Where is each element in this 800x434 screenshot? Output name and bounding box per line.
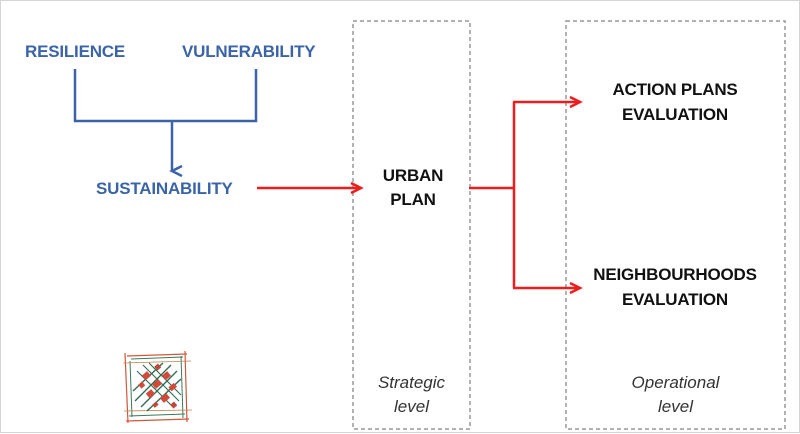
strategic-level-line1: Strategic [377,373,446,392]
operational-level-caption: Operational level [566,371,785,419]
urban-plan-label: URBAN PLAN [373,165,453,211]
operational-level-line1: Operational [631,373,720,392]
action-plans-line2: EVALUATION [622,105,728,124]
strategic-level-caption: Strategic level [353,371,470,419]
operational-box [565,20,786,430]
strategic-level-line2: level [394,397,429,416]
merge-bracket [73,69,258,123]
neighbourhoods-line1: NEIGHBOURHOODS [593,265,757,284]
urban-grid-sketch-icon [122,350,193,424]
resilience-label: RESILIENCE [25,42,126,61]
action-plans-label: ACTION PLANS EVALUATION [597,79,753,126]
operational-level-line2: level [658,397,693,416]
neighbourhoods-line2: EVALUATION [622,290,728,309]
vulnerability-label: VULNERABILITY [182,42,316,61]
action-plans-line1: ACTION PLANS [612,80,738,99]
urban-plan-line2: PLAN [390,190,436,209]
strategic-box [352,20,471,430]
neighbourhoods-label: NEIGHBOURHOODS EVALUATION [581,264,769,311]
urban-plan-line1: URBAN [382,166,444,185]
sustainability-label: SUSTAINABILITY [96,179,233,198]
